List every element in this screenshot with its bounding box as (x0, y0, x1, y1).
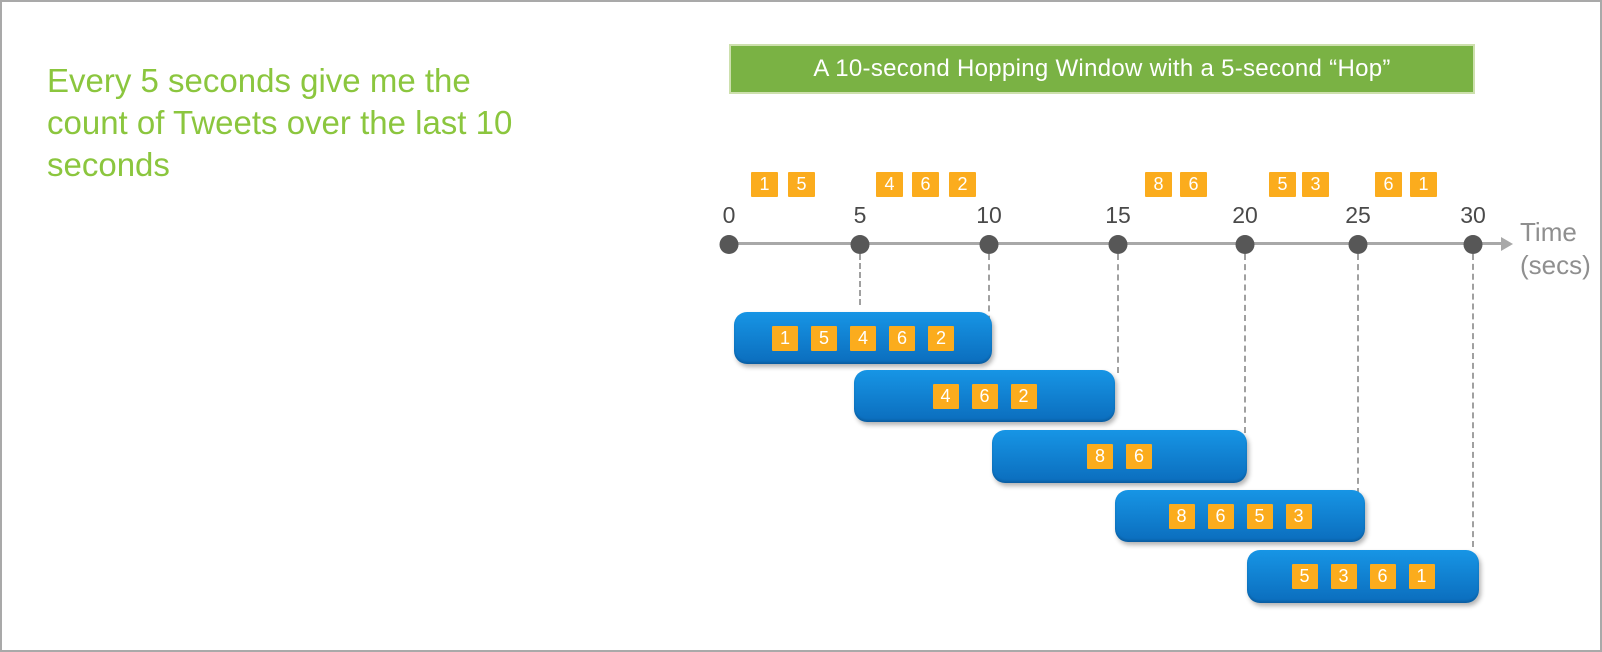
timeline-dot (1348, 235, 1368, 254)
time-axis-label-line1: Time (1520, 217, 1577, 247)
window-event-chip: 3 (1330, 564, 1357, 589)
window-event-chip: 5 (811, 325, 837, 351)
event-chip: 5 (1269, 172, 1296, 197)
event-chip: 3 (1302, 172, 1329, 197)
window-event-chip: 5 (1246, 503, 1273, 529)
tick-label-5: 5 (853, 202, 867, 228)
timeline-dot (979, 235, 999, 254)
query-line-3: seconds (47, 146, 170, 183)
timeline-arrow-icon (1501, 237, 1513, 251)
window-event-chip: 8 (1168, 503, 1195, 529)
window-event-chip: 2 (1010, 383, 1037, 409)
dashed-connector (859, 254, 861, 305)
timeline-dot (1463, 235, 1483, 254)
title-banner: A 10-second Hopping Window with a 5-seco… (729, 44, 1475, 94)
hopping-window-0-10: 1 5 4 6 2 (734, 312, 992, 364)
event-chip: 5 (788, 172, 815, 197)
tick-label-20: 20 (1232, 202, 1258, 228)
time-axis-label: Time (secs) (1520, 216, 1591, 282)
tick-label-15: 15 (1105, 202, 1131, 228)
window-event-chip: 6 (1126, 444, 1152, 469)
tick-label-30: 30 (1460, 202, 1486, 228)
hopping-window-15-25: 8 6 5 3 (1115, 490, 1365, 542)
dashed-connector (1244, 254, 1246, 433)
window-event-chip: 6 (971, 383, 998, 409)
timeline-dot (719, 235, 739, 254)
event-chip: 6 (1375, 172, 1402, 197)
event-chip: 1 (1410, 172, 1437, 197)
query-text: Every 5 seconds give me the count of Twe… (47, 60, 512, 186)
query-line-1: Every 5 seconds give me the (47, 62, 471, 99)
tick-label-10: 10 (976, 202, 1002, 228)
event-chip: 8 (1145, 172, 1172, 197)
tick-label-25: 25 (1345, 202, 1371, 228)
query-line-2: count of Tweets over the last 10 (47, 104, 513, 141)
event-chip: 6 (912, 172, 939, 197)
dashed-connector (1117, 254, 1119, 373)
window-event-chip: 8 (1087, 444, 1113, 469)
window-event-chip: 2 (928, 325, 954, 351)
window-event-chip: 6 (889, 325, 915, 351)
timeline-dot (1108, 235, 1128, 254)
timeline-dot (1235, 235, 1255, 254)
window-event-chip: 3 (1285, 503, 1312, 529)
event-chip: 6 (1180, 172, 1207, 197)
dashed-connector (1357, 254, 1359, 494)
time-axis-label-line2: (secs) (1520, 250, 1591, 280)
window-event-chip: 6 (1369, 564, 1396, 589)
window-event-chip: 1 (772, 325, 798, 351)
dashed-connector (988, 254, 990, 332)
window-event-chip: 1 (1408, 564, 1435, 589)
window-event-chip: 5 (1291, 564, 1318, 589)
window-event-chip: 4 (932, 383, 959, 409)
tick-label-0: 0 (722, 202, 736, 228)
hopping-window-5-15: 4 6 2 (854, 370, 1115, 422)
window-event-chip: 4 (850, 325, 876, 351)
dashed-connector (1472, 254, 1474, 547)
hopping-window-10-20: 8 6 (992, 430, 1247, 483)
event-chip: 4 (876, 172, 903, 197)
hopping-window-20-30: 5 3 6 1 (1247, 550, 1479, 603)
event-chip: 1 (751, 172, 778, 197)
timeline-dot (850, 235, 870, 254)
event-chip: 2 (949, 172, 976, 197)
window-event-chip: 6 (1207, 503, 1234, 529)
